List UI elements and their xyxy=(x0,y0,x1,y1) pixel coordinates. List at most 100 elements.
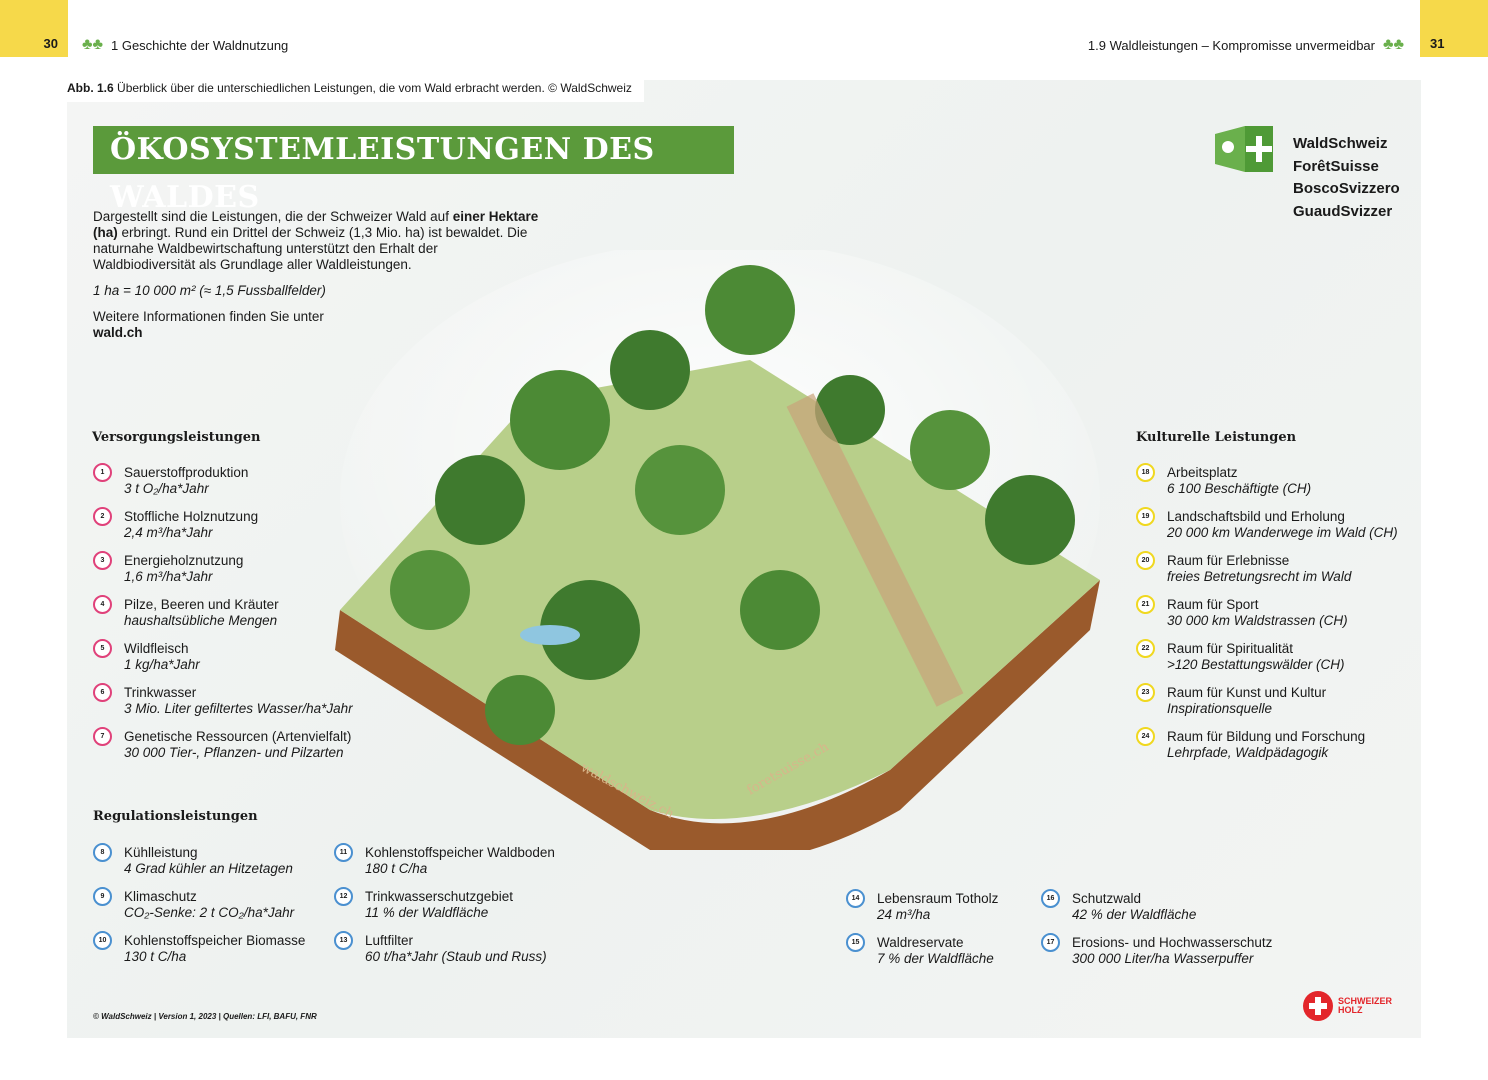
number-badge: 18 xyxy=(1136,463,1155,482)
service-label: Trinkwasser xyxy=(124,685,197,700)
service-value: 30 000 Tier-, Pflanzen- und Pilzarten xyxy=(124,745,344,760)
service-label: Erosions- und Hochwasserschutz xyxy=(1072,935,1273,950)
number-badge: 5 xyxy=(93,639,112,658)
number-badge: 4 xyxy=(93,595,112,614)
service-label: Kühlleistung xyxy=(124,845,198,860)
service-value: 3 t O₂/ha*Jahr xyxy=(124,481,209,496)
pond xyxy=(520,625,580,645)
swiss-cross-icon xyxy=(1303,991,1333,1021)
section-title-regulating: Regulationsleistungen xyxy=(93,809,258,824)
number-badge: 6 xyxy=(93,683,112,702)
brand-name: GuaudSvizzer xyxy=(1293,202,1393,220)
brand-name: WaldSchweiz xyxy=(1293,135,1388,152)
service-value: 6 100 Beschäftigte (CH) xyxy=(1167,481,1312,496)
chapter-title: 1 Geschichte der Waldnutzung xyxy=(111,37,289,53)
infographic-title: ÖKOSYSTEMLEISTUNGEN DES WALDES xyxy=(93,126,734,215)
service-label: Kohlenstoffspeicher Biomasse xyxy=(124,933,306,948)
service-label: Stoffliche Holznutzung xyxy=(124,509,259,524)
page-number: 31 xyxy=(1430,36,1445,51)
page-number-right: 31 xyxy=(1420,0,1488,57)
brand-name: ForêtSuisse xyxy=(1293,157,1379,175)
section-title-provisioning: Versorgungsleistungen xyxy=(92,430,261,445)
number-badge: 3 xyxy=(93,551,112,570)
number-badge: 10 xyxy=(93,931,112,950)
service-label: Genetische Ressourcen (Artenvielfalt) xyxy=(124,729,352,744)
wald-link[interactable]: wald.ch xyxy=(93,325,143,340)
service-value: 60 t/ha*Jahr (Staub und Russ) xyxy=(365,949,547,964)
service-value: 1 kg/ha*Jahr xyxy=(124,657,200,672)
chapter-title: 1.9 Waldleistungen – Kompromisse unverme… xyxy=(1087,37,1375,53)
brand-names: WaldSchweiz ForêtSuisse BoscoSvizzero Gu… xyxy=(1293,133,1400,223)
service-value: 2,4 m³/ha*Jahr xyxy=(124,525,213,540)
service-value: 1,6 m³/ha*Jahr xyxy=(124,569,213,584)
service-label: Energieholznutzung xyxy=(124,553,244,568)
number-badge: 15 xyxy=(846,933,865,952)
service-label: Raum für Kunst und Kultur xyxy=(1167,685,1327,700)
number-badge: 21 xyxy=(1136,595,1155,614)
running-head-left: ♣♣1 Geschichte der Waldnutzung xyxy=(82,36,288,54)
service-value: 130 t C/ha xyxy=(124,949,187,964)
number-badge: 8 xyxy=(93,843,112,862)
service-label: Kohlenstoffspeicher Waldboden xyxy=(365,845,555,860)
service-value: 7 % der Waldfläche xyxy=(877,951,994,966)
section-title-cultural: Kulturelle Leistungen xyxy=(1136,430,1297,445)
service-label: Raum für Erlebnisse xyxy=(1167,553,1290,568)
number-badge: 2 xyxy=(93,507,112,526)
service-label: Lebensraum Totholz xyxy=(877,891,999,906)
number-badge: 17 xyxy=(1041,933,1060,952)
page-number: 30 xyxy=(43,36,58,51)
service-value: Lehrpfade, Waldpädagogik xyxy=(1167,745,1329,760)
service-label: Wildfleisch xyxy=(124,641,189,656)
caption-text: Überblick über die unterschiedlichen Lei… xyxy=(113,81,632,95)
service-value: freies Betretungsrecht im Wald xyxy=(1167,569,1352,584)
page-number-left: 30 xyxy=(0,0,68,57)
service-value: >120 Bestattungswälder (CH) xyxy=(1167,657,1345,672)
service-label: Klimaschutz xyxy=(124,889,197,904)
service-value: 4 Grad kühler an Hitzetagen xyxy=(124,861,293,876)
number-badge: 22 xyxy=(1136,639,1155,658)
service-value: haushaltsübliche Mengen xyxy=(124,613,278,628)
number-badge: 16 xyxy=(1041,889,1060,908)
service-label: Pilze, Beeren und Kräuter xyxy=(124,597,279,612)
number-badge: 14 xyxy=(846,889,865,908)
soil-layer xyxy=(335,580,1100,850)
service-value: 20 000 km Wanderwege im Wald (CH) xyxy=(1167,525,1398,540)
intro-part: erbringt. Rund ein Drittel der Schweiz (… xyxy=(93,225,528,272)
waldschweiz-logo xyxy=(1215,126,1273,172)
caption-label: Abb. 1.6 xyxy=(67,81,114,95)
service-label: Raum für Sport xyxy=(1167,597,1259,612)
forest-island-illustration: waldschweiz.ch foretsuisse.ch xyxy=(335,250,1100,850)
number-badge: 23 xyxy=(1136,683,1155,702)
service-label: Landschaftsbild und Erholung xyxy=(1167,509,1345,524)
trees xyxy=(390,265,1075,745)
service-value: 11 % der Waldfläche xyxy=(365,905,489,920)
number-badge: 19 xyxy=(1136,507,1155,526)
logo-text: SCHWEIZER xyxy=(1338,996,1392,1006)
service-value: 180 t C/ha xyxy=(365,861,428,876)
service-label: Schutzwald xyxy=(1072,891,1142,906)
footer-credits: © WaldSchweiz | Version 1, 2023 | Quelle… xyxy=(93,1012,317,1021)
service-label: Sauerstoffproduktion xyxy=(124,465,249,480)
